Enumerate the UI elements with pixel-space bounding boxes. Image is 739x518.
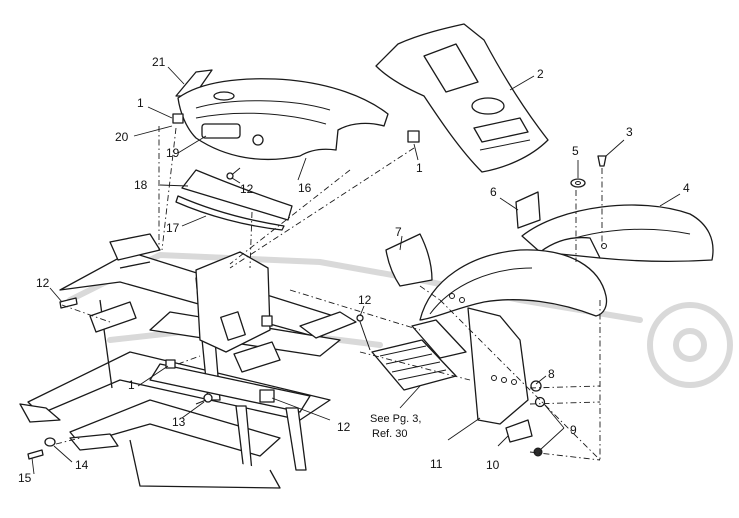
callout-15: 15 xyxy=(18,471,32,485)
callout-16: 16 xyxy=(298,181,312,195)
callout-7: 7 xyxy=(395,225,402,239)
callout-11: 11 xyxy=(430,457,443,471)
footrest-assembly xyxy=(371,319,467,391)
callout-10: 10 xyxy=(486,458,500,472)
callout-1-lower: 1 xyxy=(128,378,135,392)
callout-2: 2 xyxy=(537,67,544,81)
callout-5: 5 xyxy=(572,144,579,158)
callout-1-center: 1 xyxy=(416,161,423,175)
part-12-bolt-left xyxy=(59,297,78,309)
callout-4: 4 xyxy=(683,181,690,195)
callout-3: 3 xyxy=(626,125,633,139)
callout-18: 18 xyxy=(134,178,148,192)
callout-6: 6 xyxy=(490,185,497,199)
reference-note-line-1: See Pg. 3, xyxy=(370,413,422,425)
callout-13: 13 xyxy=(172,415,186,429)
part-17-trim xyxy=(175,195,285,231)
part-16-front-panel xyxy=(177,78,389,161)
callout-9: 9 xyxy=(570,423,577,437)
part-18-bracket xyxy=(181,169,293,221)
callout-21: 21 xyxy=(152,55,166,69)
assembly-guide-lines xyxy=(55,126,603,461)
part-11-mud-flap xyxy=(467,307,529,425)
part-1-clip-upper-left xyxy=(172,113,184,124)
part-8-nut xyxy=(530,380,542,392)
callout-19: 19 xyxy=(166,146,180,160)
callout-1-upper-left: 1 xyxy=(137,96,144,110)
front-fender xyxy=(419,249,608,321)
part-13-bolt xyxy=(195,393,213,405)
part-5-washer xyxy=(570,178,586,188)
part-2-hood xyxy=(375,23,549,173)
part-15-bolt xyxy=(27,449,44,460)
seat-support-plate xyxy=(195,251,357,403)
part-4-rear-fender xyxy=(521,204,714,262)
part-14-nut xyxy=(44,437,56,447)
rear-rack xyxy=(89,233,161,333)
callout-12-left: 12 xyxy=(36,276,50,290)
callout-12-upper: 12 xyxy=(240,182,254,196)
main-frame xyxy=(19,251,341,489)
callout-20: 20 xyxy=(115,130,129,144)
reference-note-line-2: Ref. 30 xyxy=(372,428,408,440)
part-12-bolt-right xyxy=(356,314,371,351)
part-12-bolt-upper xyxy=(226,167,241,180)
callout-17: 17 xyxy=(166,221,180,235)
part-6-decal xyxy=(515,191,541,229)
part-1-clip-lower xyxy=(165,359,176,369)
callout-8: 8 xyxy=(548,367,555,381)
callout-14: 14 xyxy=(75,458,89,472)
part-10-bracket xyxy=(505,419,533,443)
callout-12-lower: 12 xyxy=(337,420,351,434)
part-7-decal xyxy=(385,233,433,287)
callout-12-right: 12 xyxy=(358,293,372,307)
part-3-screw xyxy=(597,155,607,167)
part-1-clip-center xyxy=(407,130,420,143)
leader-lines xyxy=(31,66,681,475)
